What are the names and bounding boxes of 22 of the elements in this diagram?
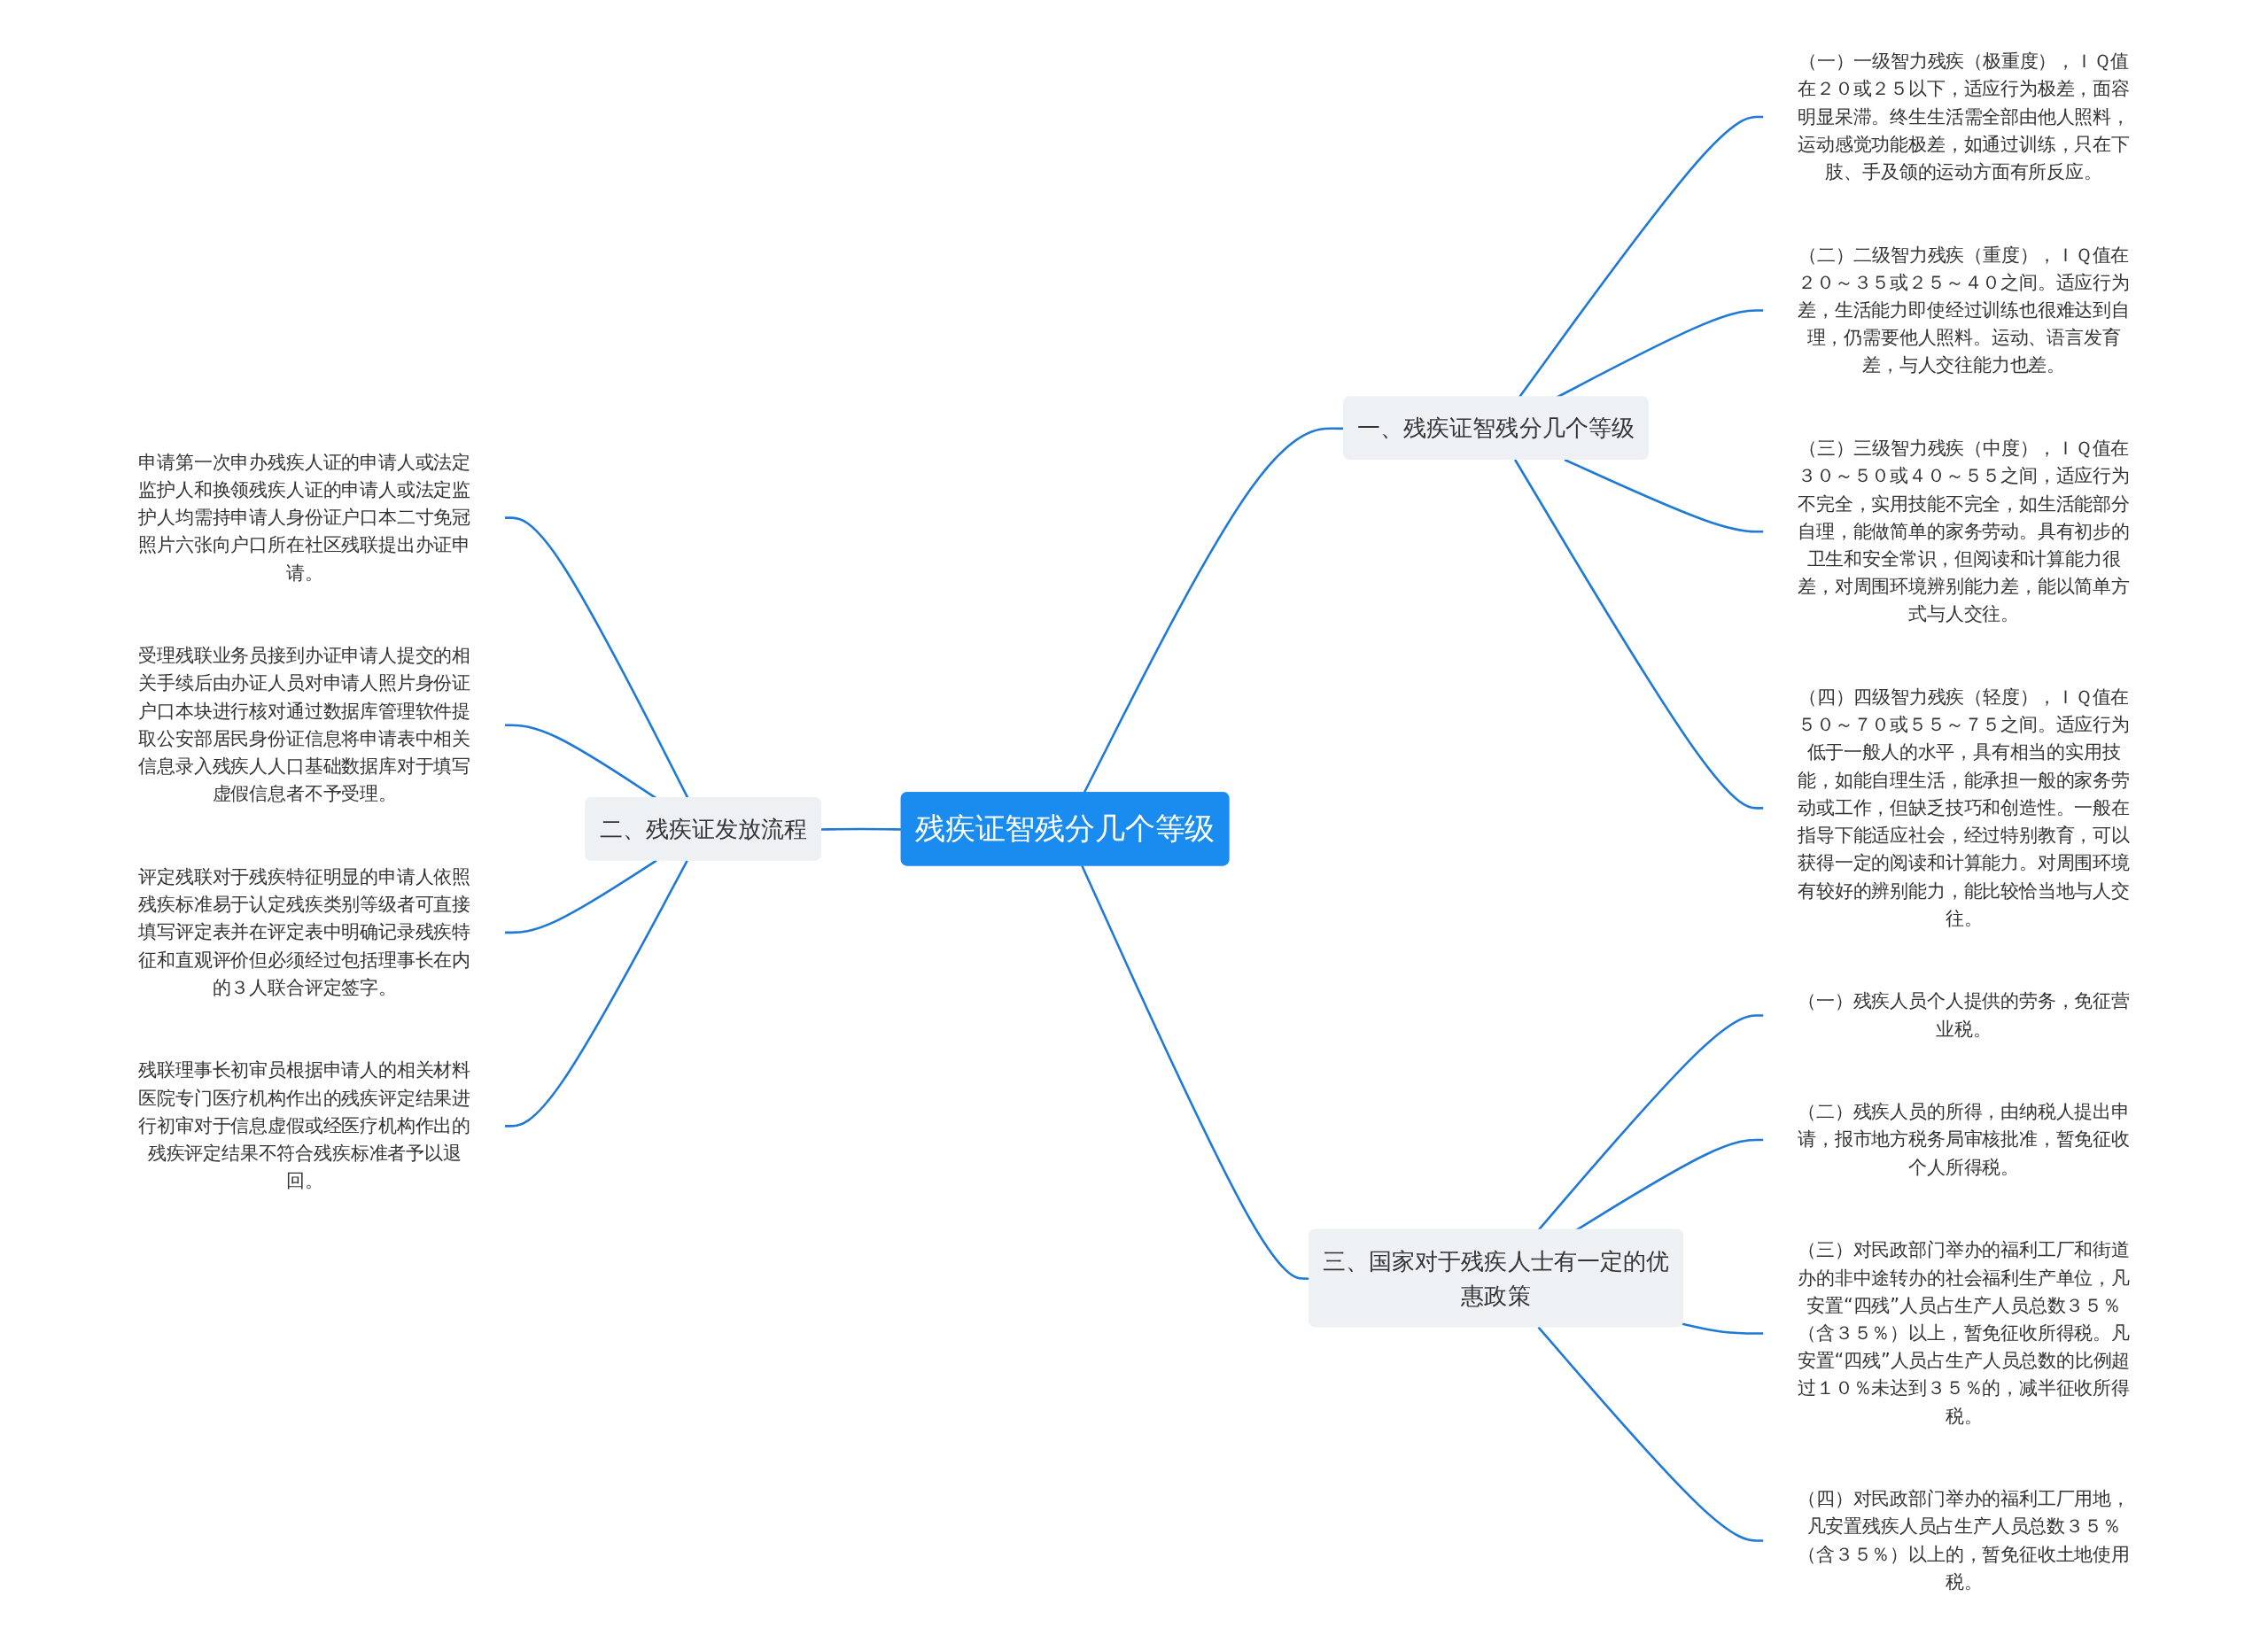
node-text: 受理残联业务员接到办证申请人提交的相关手续后由办证人员对申请人照片身份证户口本块进行核对通过数据库管理软件提取公安部居民身份证信息将申请表中相关信息录入残疾人人口基础数据库对于填写虚假信息者不予受理。 xyxy=(138,644,470,804)
node-text: （四）四级智力残疾（轻度），ＩＱ值在５０～７０或５５～７５之间。适应行为低于一般人的水平，具有相当的实用技能，如能自理生活，能承担一般的家务劳动或工作，但缺乏技巧和创造性。一般在指导下能适应社会，经过特别教育，可以获得一定的阅读和计算能力。对周围环境有较好的辨别能力，能比较恰当地与人交往。 xyxy=(1798,686,2130,929)
node-text: （二）残疾人员的所得，由纳税人提出申请，报市地方税务局审核批准，暂免征收个人所得税。 xyxy=(1798,1100,2130,1178)
connector xyxy=(1682,1322,1764,1335)
connector xyxy=(504,859,688,1128)
node-text: （四）对民政部门举办的福利工厂用地，凡安置残疾人员占生产人员总数３５％（含３５％）以上的，暂免征收土地使用税。 xyxy=(1798,1487,2130,1593)
node-text: 申请第一次申办残疾人证的申请人或法定监护人和换领残疾人证的申请人或法定监护人均需持申请人身份证户口本二寸免冠照片六张向户口所在社区残联提出办证申请。 xyxy=(138,450,470,584)
node-text: （一）一级智力残疾（极重度），ＩＱ值在２０或２５以下，适应行为极差，面容明显呆滞。终生生活需全部由他人照料，运动感觉功能极差，如通过训练，只在下肢、手及颌的运动方面有所反应。 xyxy=(1798,50,2130,182)
connector xyxy=(504,723,657,799)
node-text: 残联理事长初审员根据申请人的相关材料医院专门医疗机构作出的残疾评定结果进行初审对于信息虚假或经医疗机构作出的残疾评定结果不符合残疾标准者予以退回。 xyxy=(138,1058,470,1191)
node-text: （三）三级智力残疾（中度），ＩＱ值在３０～５０或４０～５５之间，适应行为不完全，实用技能不完全，如生活能部分自理，能做简单的家务劳动。具有初步的卫生和安全常识，但阅读和计算能力很差，对周围环境辨别能力差，能以简单方式与人交往。 xyxy=(1798,437,2130,625)
connector xyxy=(1537,1325,1764,1542)
node-text: （一）残疾人员个人提供的劳务，免征营业税。 xyxy=(1798,989,2130,1040)
node-text: （三）对民政部门举办的福利工厂和街道办的非中途转办的社会福利生产单位，凡安置“四残”人员占生产人员总数３５％（含３５％）以上，暂免征收所得税。凡安置“四残”人员占生产人员总数的比例超过１０％未达到３５％的，减半征收所得税。 xyxy=(1797,1238,2131,1427)
connector xyxy=(1518,115,1764,398)
connector xyxy=(1564,458,1764,533)
node-text: （二）二级智力残疾（重度），ＩＱ值在２０～３５或２５～４０之间。适应行为差，生活能力即使经过训练也很难达到自理，仍需要他人照料。运动、语言发育差，与人交往能力也差。 xyxy=(1798,243,2130,376)
connector xyxy=(504,515,689,799)
connector xyxy=(504,858,657,934)
connector xyxy=(1513,458,1764,810)
connector xyxy=(820,827,902,831)
node-text: 评定残联对于残疾特征明显的申请人依照残疾标准易于认定残疾类别等级者可直接填写评定表并在评定表中明确记录残疾特征和直观评价但必须经过包括理事长在内的３人联合评定签字。 xyxy=(138,864,470,998)
